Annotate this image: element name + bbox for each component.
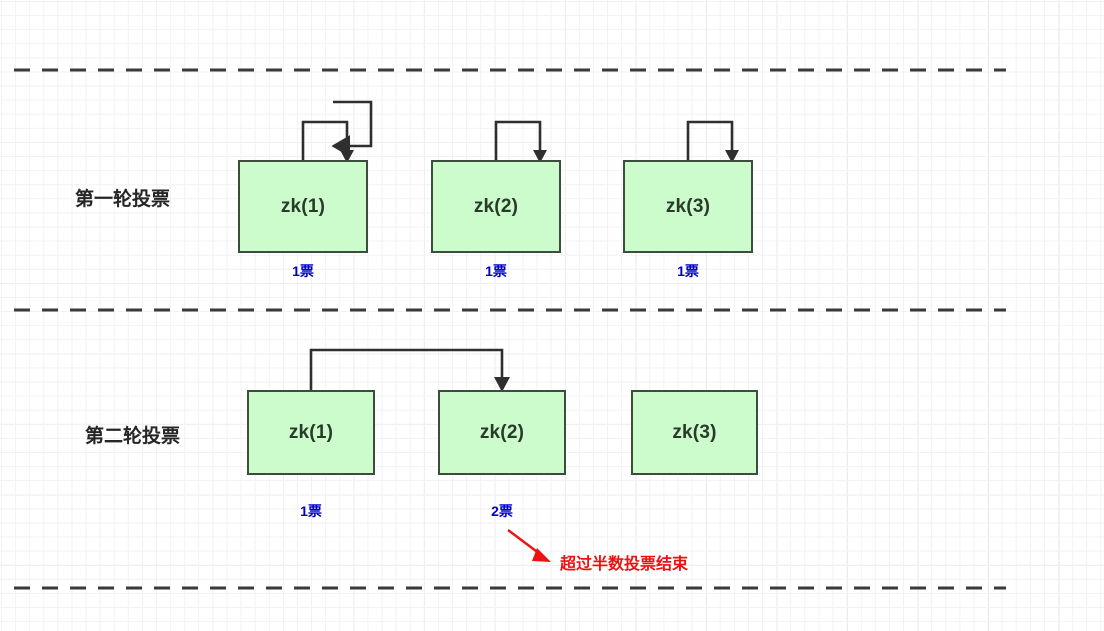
node-r2-zk2[interactable]: zk(2) [438,390,566,475]
self-loop-zk1-round1 [301,120,354,163]
round-1-label: 第一轮投票 [75,189,171,210]
round-2-label: 第二轮投票 [85,426,181,447]
node-r2-zk2-label: zk(2) [479,421,525,443]
vote-count-r1-zk1: 1票 [292,263,314,279]
node-r2-zk1[interactable]: zk(1) [247,390,375,475]
node-r1-zk1[interactable]: zk(1) [238,160,368,253]
node-r1-zk2-label: zk(2) [473,195,519,217]
vote-count-r2-zk1: 1票 [300,503,322,519]
node-r1-zk1-label: zk(1) [280,195,326,217]
node-r2-zk1-label: zk(1) [288,421,334,443]
majority-note-label: 超过半数投票结束 [560,556,689,573]
vote-count-r1-zk2: 1票 [485,263,507,279]
node-r1-zk2[interactable]: zk(2) [431,160,561,253]
vote-count-r1-zk3: 1票 [677,263,699,279]
note-arrow-icon [507,529,551,562]
node-r2-zk3-label: zk(3) [672,421,717,443]
vote-edge-zk1-to-zk2-round2 [309,348,510,392]
node-r2-zk3[interactable]: zk(3) [631,390,758,475]
self-loop-arrow-zk1-round1 [331,100,373,157]
vote-count-r2-zk2: 2票 [491,503,513,519]
self-loop-zk2-round1 [494,120,547,163]
node-r1-zk3-label: zk(3) [665,195,711,217]
node-r1-zk3[interactable]: zk(3) [623,160,753,253]
self-loop-zk3-round1 [686,120,739,163]
